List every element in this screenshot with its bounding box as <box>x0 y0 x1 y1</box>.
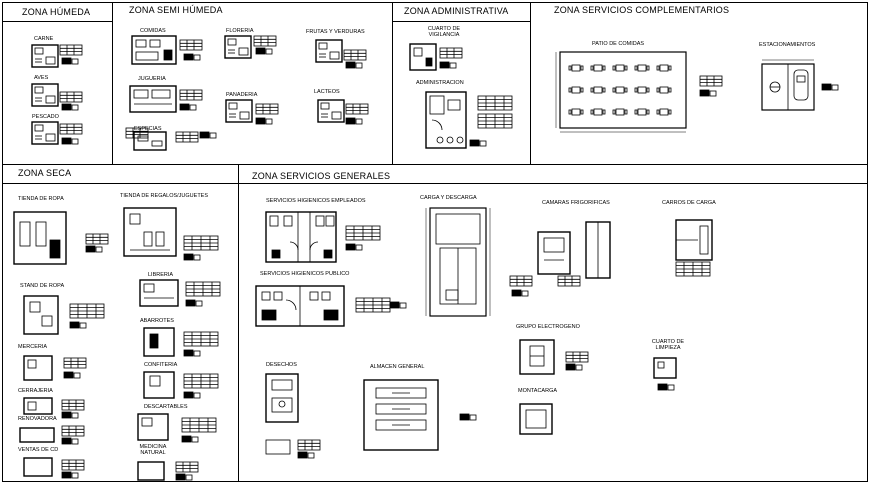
label-montacarga: MONTACARGA <box>518 388 558 394</box>
label-almacen: ALMACEN GENERAL <box>370 364 425 370</box>
label-confiteria: CONFITERIA <box>144 362 178 368</box>
label-tienda-ropa: TIENDA DE ROPA <box>18 196 64 202</box>
label-descartables: DESCARTABLES <box>144 404 188 410</box>
zone-admin-title-bar <box>392 2 531 22</box>
zone-administrativa-title: ZONA ADMINISTRATIVA <box>404 6 509 16</box>
label-administracion: ADMINISTRACION <box>416 80 464 86</box>
zone-complementarios-title: ZONA SERVICIOS COMPLEMENTARIOS <box>554 5 730 15</box>
label-merceria: MERCERIA <box>18 344 48 350</box>
label-carne: CARNE <box>34 36 54 42</box>
label-ventas-cd: VENTAS DE CD <box>18 447 59 453</box>
label-aves: AVES <box>34 75 49 81</box>
label-grupo: GRUPO ELECTROGENO <box>516 324 580 330</box>
zone-semi-humeda-title: ZONA SEMI HÚMEDA <box>129 5 223 15</box>
label-vigilancia: CUARTO DE VIGILANCIA <box>427 26 461 38</box>
label-estacionamientos: ESTACIONAMIENTOS <box>759 42 816 48</box>
label-limpieza: CUARTO DE LIMPIEZA <box>651 339 685 351</box>
label-lacteos: LACTEOS <box>314 89 340 95</box>
label-desechos: DESECHOS <box>266 362 297 368</box>
label-frutas: FRUTAS Y VERDURAS <box>306 29 365 35</box>
label-comidas: COMIDAS <box>140 28 166 34</box>
label-pescado: PESCADO <box>32 114 59 120</box>
label-abarrotes: ABARROTES <box>140 318 174 324</box>
zone-generales-title: ZONA SERVICIOS GENERALES <box>252 171 391 181</box>
label-carros: CARROS DE CARGA <box>662 200 716 206</box>
label-libreria: LIBRERIA <box>148 272 174 278</box>
label-stand-ropa: STAND DE ROPA <box>20 283 65 289</box>
label-ss-empleados: SERVICIOS HIGIENICOS EMPLEADOS <box>266 198 366 204</box>
zone-generales-title-bar <box>238 164 868 184</box>
label-tienda-regalos: TIENDA DE REGALOS/JUGUETES <box>120 193 209 199</box>
label-especias: ESPECIAS <box>134 126 162 132</box>
label-jugueria: JUGUERIA <box>138 76 166 82</box>
zone-humeda-title-bar <box>2 2 113 22</box>
label-camaras: CAMARAS FRIGORIFICAS <box>542 200 610 206</box>
label-cerrajeria: CERRAJERIA <box>18 388 53 394</box>
zone-seca-title: ZONA SECA <box>18 168 72 178</box>
label-patio: PATIO DE COMIDAS <box>592 41 645 47</box>
label-ss-publico: SERVICIOS HIGIENICOS PUBLICO <box>260 271 350 277</box>
label-carga: CARGA Y DESCARGA <box>420 195 477 201</box>
label-medicina: MEDICINA NATURAL <box>139 444 167 456</box>
zone-humeda-title: ZONA HÚMEDA <box>22 7 91 17</box>
label-panaderia: PANADERIA <box>226 92 258 98</box>
label-renovadora: RENOVADORA <box>18 416 57 422</box>
label-floreria: FLORERIA <box>226 28 254 34</box>
